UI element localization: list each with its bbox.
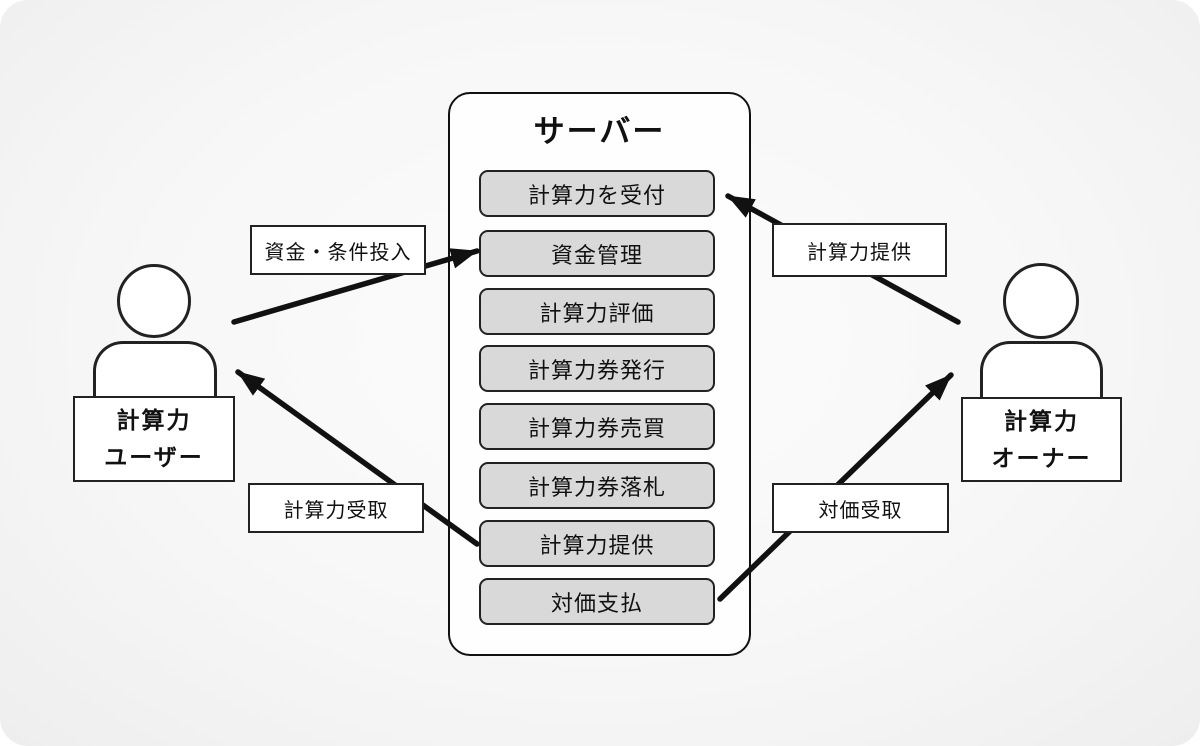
owner-label-line1: 計算力 — [1004, 407, 1079, 434]
owner-person-icon — [1003, 263, 1079, 339]
server-function-power-evaluation: 計算力評価 — [479, 288, 715, 335]
server-function-fund-management: 資金管理 — [479, 230, 715, 277]
flow-label-receive-compensation: 対価受取 — [772, 483, 949, 533]
user-body-icon — [93, 341, 217, 401]
server-function-ticket-award: 計算力券落札 — [479, 462, 715, 509]
user-label-line2: ユーザー — [104, 444, 204, 470]
user-label-line1: 計算力 — [116, 407, 192, 434]
owner-label: 計算力 オーナー — [961, 397, 1122, 482]
user-person-icon — [117, 264, 191, 338]
user-label: 計算力 ユーザー — [73, 396, 235, 482]
flow-label-provide: 計算力提供 — [772, 223, 947, 277]
server-function-ticket-trading: 計算力券売買 — [479, 403, 715, 450]
server-function-accept-power: 計算力を受付 — [479, 170, 715, 217]
server-title: サーバー — [533, 114, 666, 149]
server-container: サーバー 計算力を受付 資金管理 計算力評価 計算力券発行 計算力券売買 計算力… — [448, 92, 751, 656]
server-function-payment: 対価支払 — [479, 578, 715, 625]
flow-label-receive-power: 計算力受取 — [248, 483, 424, 533]
flow-label-invest: 資金・条件投入 — [250, 225, 426, 275]
owner-label-line2: オーナー — [991, 444, 1092, 471]
owner-body-icon — [980, 341, 1103, 401]
server-function-ticket-issuance: 計算力券発行 — [479, 345, 715, 392]
server-function-power-provision: 計算力提供 — [479, 520, 715, 567]
